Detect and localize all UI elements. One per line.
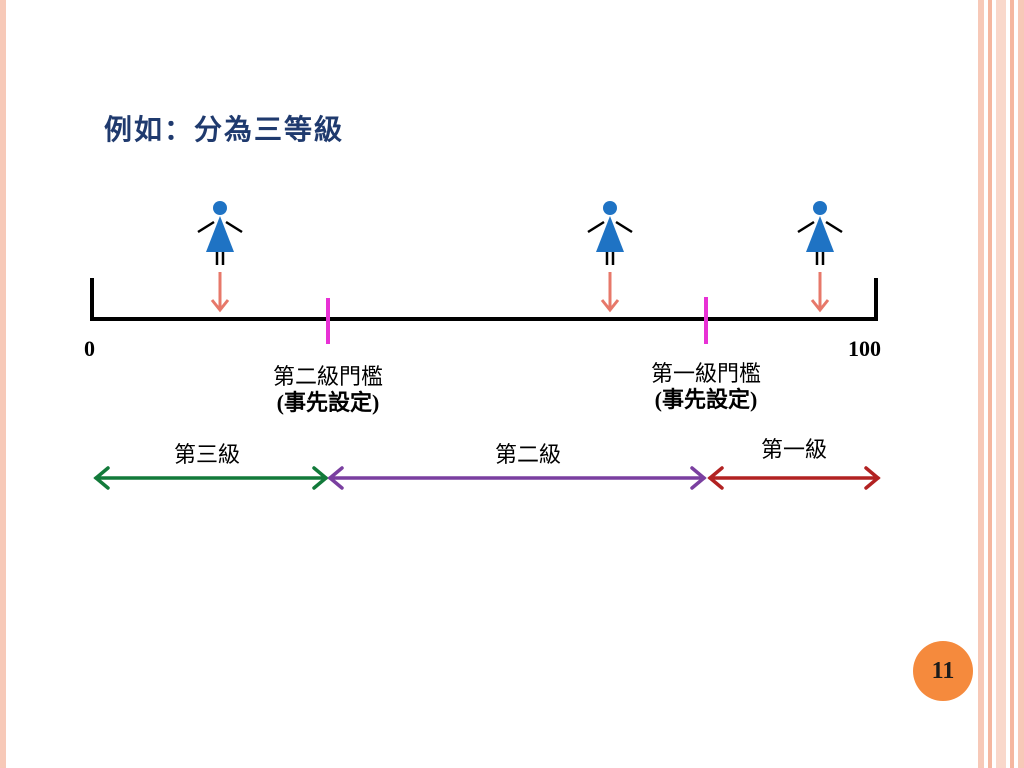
level-label-2: 第二級 [494, 442, 561, 467]
person-dress [806, 216, 834, 252]
range-arrow-level3 [93, 466, 329, 490]
person-dress [206, 216, 234, 252]
level-label-1: 第一級 [760, 437, 827, 462]
scale-max-label: 100 [848, 336, 881, 361]
range-arrow-level2 [327, 466, 707, 490]
threshold-note: (事先設定) [276, 390, 380, 415]
threshold-label-level2: 第二級門檻 (事先設定) [238, 364, 418, 416]
scale-min-label: 0 [84, 336, 95, 361]
threshold-label-level1: 第一級門檻 (事先設定) [616, 361, 796, 413]
person-figure [197, 201, 243, 313]
score-axis [90, 278, 878, 321]
threshold-name: 第二級門檻 [272, 364, 383, 389]
score-arrow [210, 272, 230, 313]
range-arrow-level1 [707, 466, 881, 490]
right-border-stripes [976, 0, 1024, 768]
threshold-note: (事先設定) [654, 387, 758, 412]
left-border [0, 0, 6, 768]
person-figure [797, 201, 843, 313]
slide-title: 例如：分為三等級 [104, 113, 345, 146]
level-label-3: 第三級 [173, 442, 240, 467]
person-head [213, 201, 227, 215]
score-arrow [810, 272, 830, 313]
page-number-badge: 11 [913, 641, 973, 701]
person-head [813, 201, 827, 215]
person-figure [587, 201, 633, 313]
person-dress [596, 216, 624, 252]
person-head [603, 201, 617, 215]
threshold-name: 第一級門檻 [650, 361, 761, 386]
score-arrow [600, 272, 620, 313]
